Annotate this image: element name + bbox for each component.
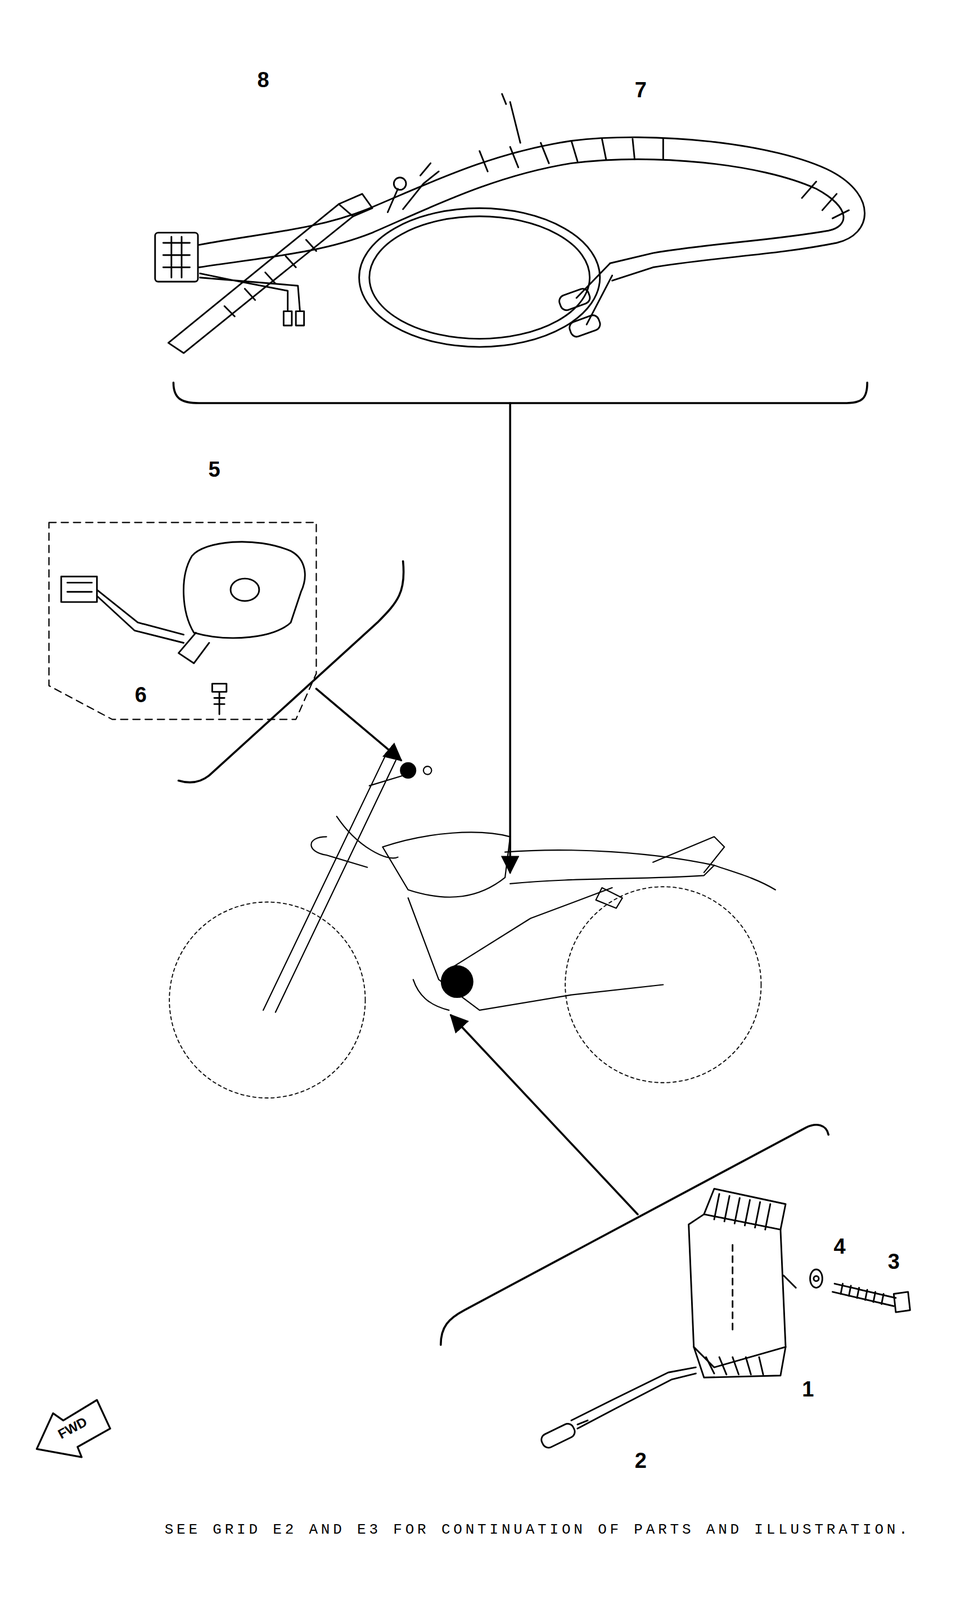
callout-number: 8 <box>257 69 270 91</box>
callout-number: 3 <box>887 1251 900 1273</box>
callout-number: 1 <box>801 1378 814 1401</box>
callout-number: 5 <box>208 458 220 481</box>
callout-number: 2 <box>634 1450 647 1472</box>
callout-number: 7 <box>634 79 647 101</box>
callout-number: 6 <box>134 684 147 706</box>
note-text: SEE GRID E2 AND E3 FOR CONTINUATION OF P… <box>164 1522 912 1538</box>
callout-number: 4 <box>833 1236 846 1258</box>
